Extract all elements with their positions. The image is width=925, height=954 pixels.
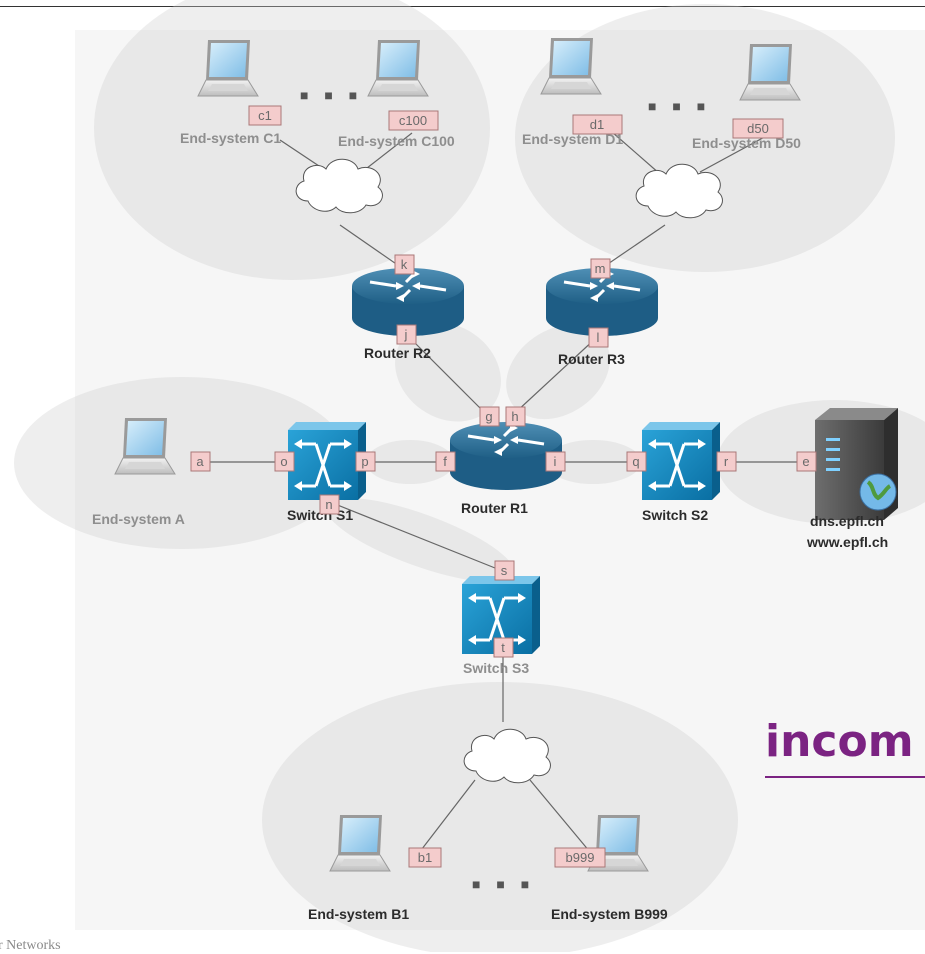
label-server-dns: dns.epfl.ch — [810, 513, 884, 529]
interface-tag-d1: d1 — [572, 114, 623, 135]
brand-logo-text: incom — [765, 716, 914, 767]
interface-tag-l: l — [588, 327, 609, 348]
server-icon — [815, 408, 898, 520]
interface-tag-n: n — [319, 494, 340, 515]
link-cloud-r2 — [339, 224, 403, 269]
svg-text:g: g — [485, 409, 492, 424]
brand-underline — [765, 776, 925, 778]
link-d50-cloud — [699, 133, 771, 173]
svg-text:d50: d50 — [747, 121, 769, 136]
label-end-system-c100: End-system C100 — [338, 133, 455, 149]
interface-tag-h: h — [505, 406, 526, 427]
interface-tag-k: k — [394, 254, 415, 275]
interface-tag-b1: b1 — [408, 847, 442, 868]
interface-tag-q: q — [626, 451, 647, 472]
label-switch-s2: Switch S2 — [642, 507, 708, 523]
footer-text: r Networks — [0, 938, 61, 953]
label-end-system-b1: End-system B1 — [308, 906, 409, 922]
label-end-system-b999: End-system B999 — [551, 906, 668, 922]
switch-s2-icon — [640, 420, 722, 502]
svg-text:c1: c1 — [258, 108, 272, 123]
label-server-www: www.epfl.ch — [806, 534, 888, 550]
router-r1-icon — [448, 420, 564, 492]
switch-s1-icon — [286, 420, 368, 502]
label-end-system-d50: End-system D50 — [692, 135, 801, 151]
link-cloud-b1 — [414, 779, 476, 859]
interface-tag-a: a — [190, 451, 211, 472]
interface-tag-d50: d50 — [732, 118, 784, 139]
link-s1-s3 — [329, 501, 506, 573]
subnet-d-area — [515, 4, 895, 272]
ellipsis-b: ■ ■ ■ — [472, 876, 535, 892]
svg-text:j: j — [404, 327, 408, 342]
svg-text:r: r — [724, 454, 729, 469]
svg-text:b999: b999 — [566, 850, 595, 865]
link-d1-cloud — [611, 131, 661, 175]
svg-text:d1: d1 — [590, 117, 604, 132]
interface-tag-t: t — [493, 637, 514, 658]
subnet-areas — [14, 0, 925, 952]
label-end-system-a: End-system A — [92, 511, 185, 527]
interface-tag-p: p — [355, 451, 376, 472]
svg-text:c100: c100 — [399, 113, 427, 128]
label-end-system-c1: End-system C1 — [180, 130, 281, 146]
interface-tag-c1: c1 — [248, 105, 282, 126]
svg-text:n: n — [325, 497, 332, 512]
link-r2-r1-area — [395, 322, 501, 422]
link-c1-cloud — [279, 139, 323, 169]
label-router-r1: Router R1 — [461, 500, 528, 516]
interface-tag-r: r — [716, 451, 737, 472]
label-router-r2: Router R2 — [364, 345, 431, 361]
svg-text:i: i — [554, 454, 557, 469]
interface-tag-j: j — [396, 324, 417, 345]
top-divider-line — [0, 6, 925, 7]
subnet-a-area — [14, 377, 350, 549]
label-router-r3: Router R3 — [558, 351, 625, 367]
interface-tag-s: s — [494, 560, 515, 581]
interface-tag-f: f — [435, 451, 456, 472]
interface-tag-c100: c100 — [388, 110, 439, 131]
ellipsis-d: ■ ■ ■ — [648, 98, 711, 114]
interface-tag-o: o — [274, 451, 295, 472]
label-switch-s3: Switch S3 — [463, 660, 529, 676]
svg-text:t: t — [501, 640, 505, 655]
svg-text:s: s — [501, 563, 508, 578]
svg-text:a: a — [196, 454, 204, 469]
interface-tag-e: e — [796, 451, 817, 472]
svg-text:f: f — [443, 454, 447, 469]
brand-logo: incom — [765, 712, 925, 778]
link-cloud-r3 — [601, 224, 666, 269]
link-r2-r1 — [409, 337, 485, 413]
svg-text:m: m — [595, 261, 606, 276]
ellipsis-c: ■ ■ ■ — [300, 87, 363, 103]
interface-tag-i: i — [545, 451, 566, 472]
svg-text:b1: b1 — [418, 850, 432, 865]
link-cloud-b999 — [529, 779, 596, 859]
svg-text:o: o — [280, 454, 287, 469]
interface-tag-m: m — [590, 258, 611, 279]
svg-text:e: e — [802, 454, 809, 469]
svg-text:k: k — [401, 257, 408, 272]
subnet-b-area — [262, 682, 738, 952]
svg-text:h: h — [511, 409, 518, 424]
link-r3-r1 — [515, 337, 597, 413]
label-end-system-d1: End-system D1 — [522, 131, 623, 147]
svg-text:p: p — [361, 454, 368, 469]
svg-text:l: l — [597, 330, 600, 345]
svg-text:q: q — [632, 454, 639, 469]
interface-tag-b999: b999 — [554, 847, 606, 868]
interface-tag-g: g — [479, 406, 500, 427]
